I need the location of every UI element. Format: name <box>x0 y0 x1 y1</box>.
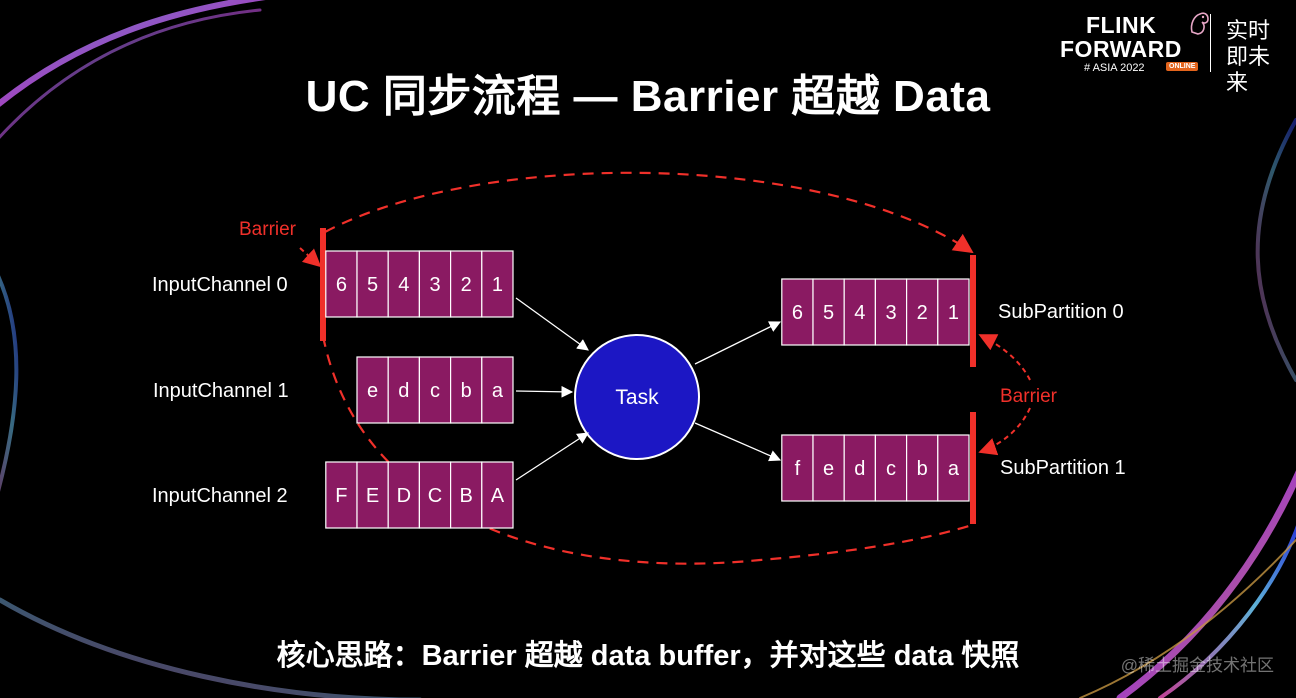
arrow-input0-to-task <box>515 297 589 351</box>
subpartition-1-cell <box>843 434 877 502</box>
input-channel-1-label: InputChannel 1 <box>153 380 289 402</box>
subpartition-0-cell <box>812 278 845 346</box>
logo-text-flink: FLINK <box>1086 12 1157 38</box>
subpartition-0-label: SubPartition 0 <box>998 301 1124 323</box>
subpartition-1-cell <box>812 434 845 502</box>
barrier-label-right-pointer-down <box>978 407 1031 456</box>
input-channel-1-cell <box>356 356 389 424</box>
subpartition-0-cell <box>781 278 814 346</box>
subpartition-1-cell <box>781 434 814 502</box>
squirrel-icon <box>1190 12 1209 35</box>
task-label: Task <box>615 386 659 409</box>
subpartition-0-cell-label: 2 <box>917 302 928 324</box>
input-channel-2-cell <box>325 461 358 529</box>
input-channel-2-cell-label: C <box>428 485 442 507</box>
subpartition-1-cell-label: d <box>854 458 865 480</box>
logo-text-forward: FORWARD <box>1060 36 1182 62</box>
input-channel-2-cell-label: F <box>335 485 347 507</box>
input-channel-1-cell <box>450 356 483 424</box>
input-channel-2-cell <box>418 461 452 529</box>
subpartition-0-cell <box>905 278 939 346</box>
logo-text-asia: # ASIA 2022 <box>1084 62 1145 74</box>
input-channel-0-cell <box>418 250 452 318</box>
key-idea-text: 核心思路：Barrier 超越 data buffer，并对这些 data 快照 <box>276 640 1020 672</box>
arrow-input2-to-task <box>515 432 589 481</box>
arrow-input1-to-task <box>515 385 574 398</box>
slide-title: UC 同步流程 — Barrier 超越 Data <box>305 72 991 121</box>
subpartition-1-cell <box>874 434 908 502</box>
input-channel-0-label: InputChannel 0 <box>152 274 288 296</box>
input-channel-0-cell-label: 2 <box>461 274 472 296</box>
input-channel-0-cell-label: 5 <box>367 274 378 296</box>
barrier-bar-subpartition-1 <box>970 412 976 524</box>
subpartition-1-cell <box>937 434 970 502</box>
subpartition-1-cell-label: a <box>948 458 960 480</box>
barrier-label-right-pointer-up <box>978 334 1031 381</box>
subpartition-1-cell-label: e <box>823 458 834 480</box>
barrier-label-left: Barrier <box>239 219 297 240</box>
input-channel-1-cell <box>387 356 421 424</box>
input-channel-0-cell-label: 1 <box>492 274 503 296</box>
input-channel-0-cell <box>387 250 421 318</box>
task-node <box>574 334 700 460</box>
subpartition-1-cell <box>905 434 939 502</box>
subpartition-0-cell-label: 5 <box>823 302 834 324</box>
input-channel-0-cell-label: 3 <box>429 274 440 296</box>
input-channel-0-cell <box>325 250 358 318</box>
input-channel-2-cell <box>356 461 389 529</box>
subpartition-0-cell <box>937 278 970 346</box>
subpartition-1-cell-label: c <box>886 458 896 480</box>
subpartition-1-cell-label: f <box>795 458 801 480</box>
subpartition-0-cell <box>874 278 908 346</box>
input-channel-2-cell <box>481 461 514 529</box>
input-channel-1-cell <box>418 356 452 424</box>
input-channel-1-cell <box>481 356 514 424</box>
barrier-bar-subpartition-0 <box>970 255 976 367</box>
input-channel-1-cell-label: d <box>398 380 409 402</box>
input-channel-2-cell-label: D <box>397 485 411 507</box>
input-channel-2-cell-label: B <box>460 485 473 507</box>
barrier-flow-bottom-curve <box>321 335 973 565</box>
barrier-flow-top-curve <box>324 171 974 254</box>
subpartition-0-cell-label: 3 <box>885 302 896 324</box>
subpartition-1-cell-label: b <box>917 458 928 480</box>
input-channel-2-label: InputChannel 2 <box>152 485 288 507</box>
input-channel-2-cell-label: A <box>491 485 505 507</box>
input-channel-1-cell-label: a <box>492 380 504 402</box>
logo-online-tag: ONLINE <box>1166 62 1199 71</box>
logo-divider <box>1210 14 1211 72</box>
arrow-task-to-subpartition0 <box>694 321 782 365</box>
barrier-bar-input-0 <box>320 228 326 341</box>
barrier-label-left-pointer <box>299 247 322 268</box>
input-channel-1-cell-label: e <box>367 380 378 402</box>
input-channel-2-cell-label: E <box>366 485 379 507</box>
watermark: @稀土掘金技术社区 <box>1120 656 1274 675</box>
barrier-label-right: Barrier <box>1000 386 1058 407</box>
arrow-task-to-subpartition1 <box>694 422 782 462</box>
subpartition-1-label: SubPartition 1 <box>1000 457 1126 479</box>
input-channel-2-cell <box>387 461 421 529</box>
subpartition-0-cell-label: 1 <box>948 302 959 324</box>
subpartition-0-cell <box>843 278 877 346</box>
input-channel-0-cell <box>356 250 389 318</box>
subpartition-0-cell-label: 4 <box>854 302 865 324</box>
subpartition-0-cell-label: 6 <box>792 302 803 324</box>
input-channel-0-cell-label: 6 <box>336 274 347 296</box>
input-channel-0-cell <box>481 250 514 318</box>
flink-forward-logo: FLINK FORWARD # ASIA 2022 ONLINE 实时即未来 <box>1058 6 1294 95</box>
input-channel-1-cell-label: c <box>430 380 440 402</box>
input-channel-1-cell-label: b <box>461 380 472 402</box>
logo-text-cn: 实时即未来 <box>1226 18 1271 95</box>
input-channel-0-cell-label: 4 <box>398 274 409 296</box>
